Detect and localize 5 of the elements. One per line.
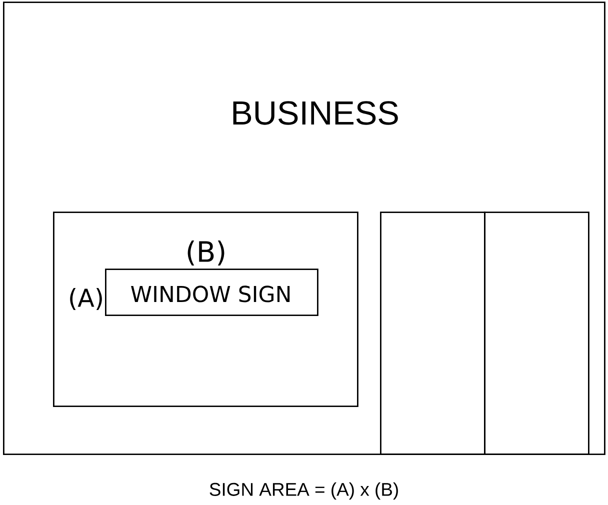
window-frame xyxy=(53,212,358,407)
door-panel xyxy=(484,212,590,455)
caption: SIGN AREA = (A) x (B) xyxy=(210,482,398,500)
sign-box: WINDOW SIGN xyxy=(105,268,318,316)
door-panel xyxy=(380,212,486,455)
